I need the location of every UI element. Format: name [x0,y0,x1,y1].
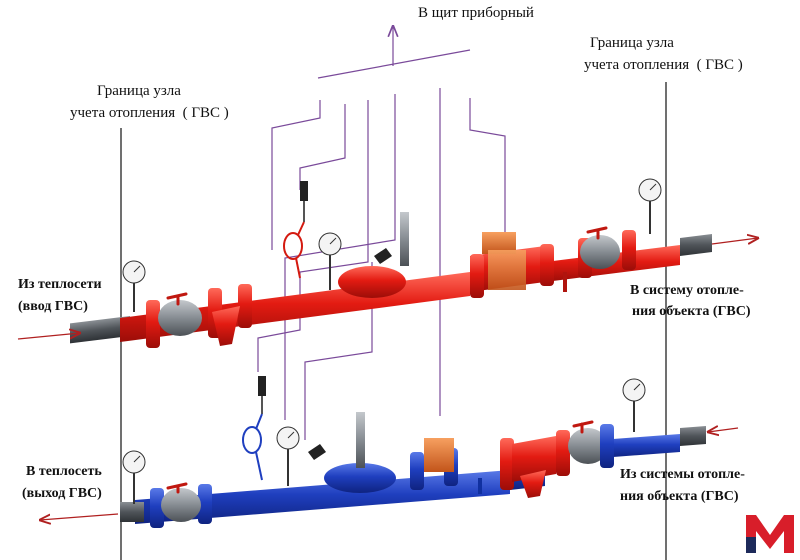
panel-label: В щит приборный [418,5,534,21]
pressure-gauge-supply-mid [318,232,342,290]
pressure-gauge-return-mid [276,426,300,486]
return-outlet-label-line2: (выход ГВС) [22,486,102,501]
valve-handles [166,226,608,494]
logo-letter: M [744,511,745,512]
supply-pipeline [17,230,758,348]
supply-inlet-label-line1: Из теплосети [18,277,102,292]
supply-outlet-label-line2: ния объекта (ГВС) [632,304,751,319]
boundary-right-label-line2: учета отопления ( ГВС ) [584,57,743,73]
return-pipeline [40,424,739,528]
boundary-left-label-line2: учета отопления ( ГВС ) [70,105,229,121]
supply-inlet-label-line2: (ввод ГВС) [18,299,88,314]
supply-outlet-label-line1: В систему отопле- [630,283,744,298]
pressure-gauge-return-outlet [122,450,146,504]
pressure-gauge-supply-outlet [638,178,662,234]
return-outlet-label-line1: В теплосеть [26,464,102,479]
boundary-left-label-line1: Граница узла [97,83,181,99]
brand-logo: M [744,511,794,553]
return-inlet-label-line1: Из системы отопле- [620,467,745,482]
pressure-gauge-supply-inlet [122,260,146,312]
pressure-gauges [122,178,662,504]
impulse-coils [242,221,305,481]
return-inlet-label-line2: ния объекта (ГВС) [620,489,739,504]
pressure-gauge-return-inlet [622,378,646,432]
boundary-right-label-line1: Граница узла [590,35,674,51]
temperature-sensors [258,181,409,468]
